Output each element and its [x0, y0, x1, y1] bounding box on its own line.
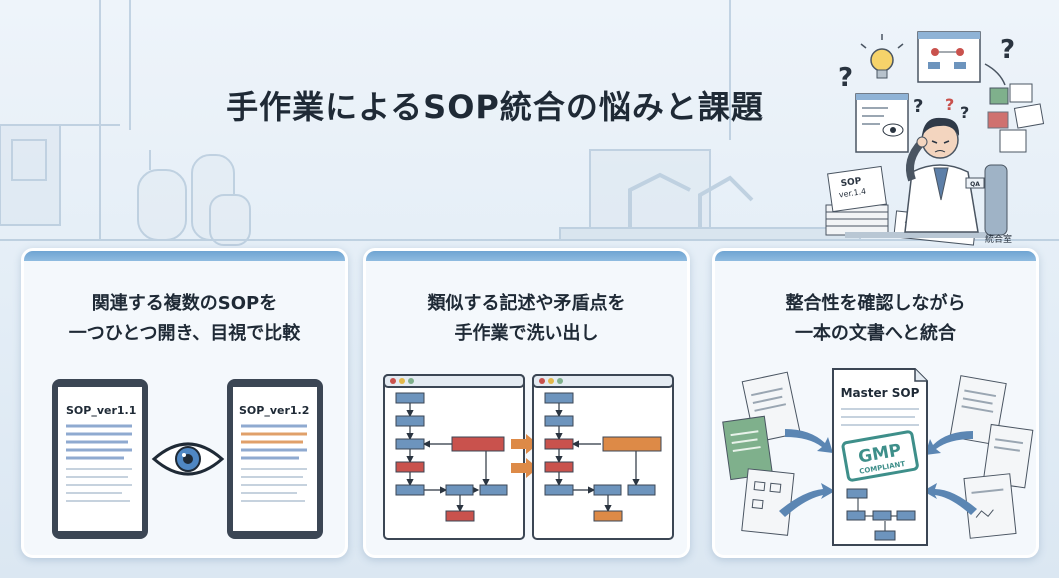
source-documents	[722, 371, 1034, 539]
document-stack	[825, 165, 889, 236]
svg-text:?: ?	[960, 103, 969, 122]
master-sop-label: Master SOP	[841, 386, 920, 400]
lightbulb-icon	[860, 34, 904, 79]
desk	[845, 232, 995, 238]
flowchart-window-right	[532, 374, 674, 540]
left-doc-label: SOP_ver1.1	[66, 404, 136, 417]
svg-text:?: ?	[913, 96, 923, 117]
panel-title: 整合性を確認しながら 一本の文書へと統合	[715, 289, 1036, 349]
scientist-figure	[904, 117, 985, 233]
gmp-stamp	[841, 430, 919, 482]
panel-visual-compare: 関連する複数のSOPを 一つひとつ開き、目視で比較 SOP_ver1.1	[21, 248, 348, 558]
tablet-right	[227, 379, 323, 539]
panel-merge-document: 整合性を確認しながら 一本の文書へと統合	[712, 248, 1039, 558]
page-title: 手作業によるSOP統合の悩みと課題	[226, 88, 764, 126]
chair	[984, 164, 1008, 236]
panel-title: 類似する記述や矛盾点を 手作業で洗い出し	[366, 289, 687, 349]
panel-title-line2: 一つひとつ開き、目視で比較	[68, 323, 301, 344]
svg-text:?: ?	[1000, 35, 1015, 65]
document-eye-window-icon	[855, 93, 909, 153]
flowchart-window-left	[383, 374, 525, 540]
question-mark-icon: ? ? ? ? ?	[838, 35, 1015, 122]
tablet-compare-illustration: SOP_ver1.1 SOP_ver1.2	[52, 379, 323, 539]
panel-identify-conflicts: 類似する記述や矛盾点を 手作業で洗い出し	[363, 248, 690, 558]
panel-title-line1: 類似する記述や矛盾点を	[427, 293, 626, 314]
coat-badge: QA	[970, 181, 980, 188]
svg-text:?: ?	[838, 63, 853, 93]
flowchart-window-icon	[917, 31, 981, 83]
panel-title-line1: 関連する複数のSOPを	[91, 293, 278, 314]
stack-doc-label-1: SOP	[840, 176, 862, 189]
tablet-left	[52, 379, 148, 539]
master-sop-illustration: Master SOP GMP COMPLIANT	[722, 368, 1034, 546]
room-label: 統合室	[985, 235, 1013, 245]
stack-doc-label-2: ver.1.4	[838, 187, 866, 200]
merge-arrows	[779, 429, 977, 517]
panel-title-line2: 手作業で洗い出し	[454, 323, 599, 344]
panel-title-line1: 整合性を確認しながら	[785, 293, 966, 314]
master-document	[832, 368, 928, 546]
flowchart-compare-illustration	[383, 374, 674, 540]
sticky-notes-icon	[984, 63, 1045, 153]
compare-arrows	[511, 434, 538, 478]
right-doc-label: SOP_ver1.2	[239, 404, 309, 417]
eye-icon	[151, 442, 225, 476]
svg-text:?: ?	[945, 95, 954, 114]
panel-title-line2: 一本の文書へと統合	[794, 323, 957, 344]
panel-title: 関連する複数のSOPを 一つひとつ開き、目視で比較	[24, 289, 345, 349]
